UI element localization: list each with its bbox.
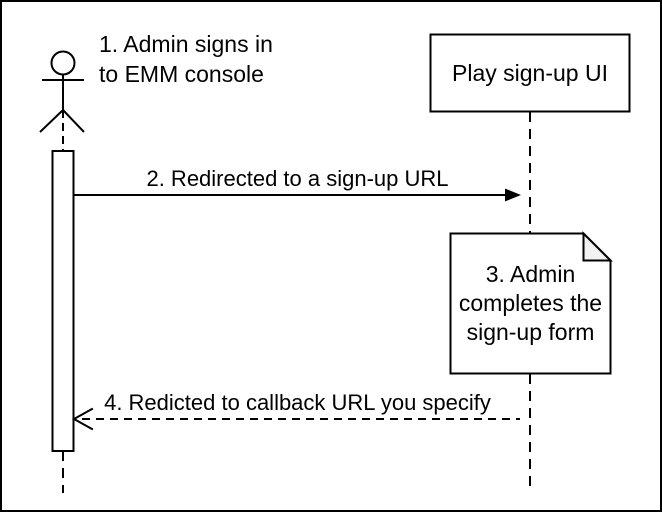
note-body bbox=[449, 232, 612, 375]
actor-leg-right bbox=[62, 109, 85, 133]
note-fold-corner bbox=[582, 231, 613, 262]
message-2-arrowhead-icon bbox=[505, 188, 521, 202]
actor-leg-left bbox=[39, 109, 64, 133]
note-shape bbox=[449, 231, 613, 375]
actor-head bbox=[50, 50, 76, 76]
step-1-label: 1. Admin signs in to EMM console bbox=[99, 31, 273, 87]
step-2-label: 2. Redirected to a sign-up URL bbox=[146, 166, 449, 191]
participant-label: Play sign-up UI bbox=[452, 59, 608, 86]
step-4-label: 4. Redicted to callback URL you specify bbox=[104, 390, 491, 415]
activation-bar bbox=[51, 150, 75, 452]
message-4-arrow bbox=[71, 407, 520, 431]
message-2-arrow bbox=[74, 188, 521, 202]
participant-box bbox=[429, 33, 631, 113]
message-4-arrowhead-icon bbox=[71, 407, 94, 431]
step-3-note-label: 3. Admin completes the sign-up form bbox=[458, 261, 603, 345]
actor-figure bbox=[39, 50, 85, 133]
